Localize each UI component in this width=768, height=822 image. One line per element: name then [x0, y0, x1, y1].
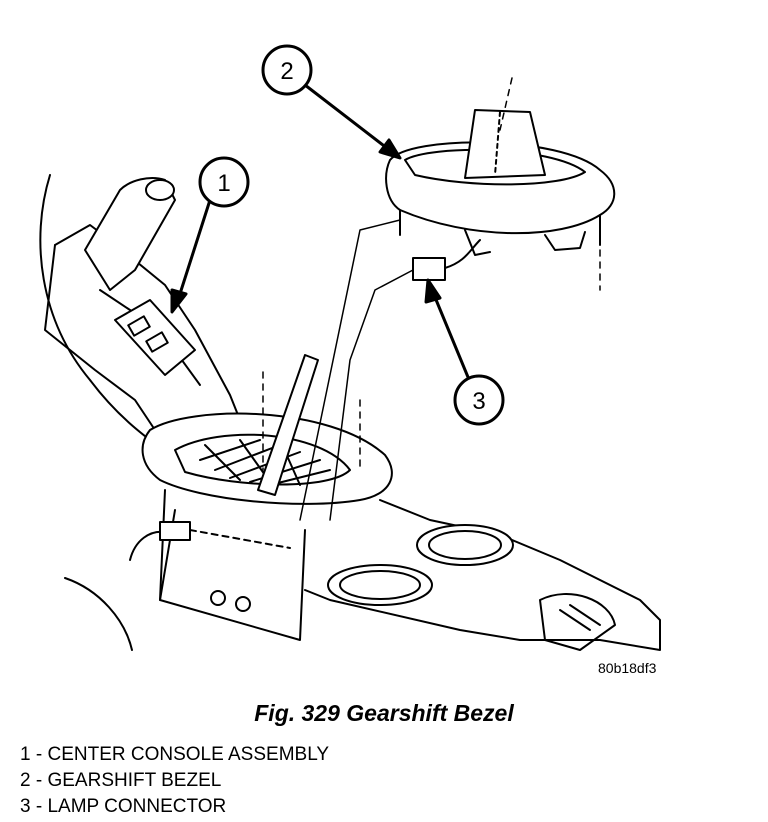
callout-1-label: 1 [217, 170, 230, 197]
legend-number: 2 [20, 770, 31, 791]
lower-left-trim [64, 577, 133, 651]
legend-number: 1 [20, 744, 31, 765]
callout-3: 3 [453, 374, 505, 426]
legend-item: 1 - CENTER CONSOLE ASSEMBLY [20, 742, 329, 768]
callout-3-label: 3 [472, 388, 485, 415]
legend-separator: - [30, 796, 48, 817]
shift-lever [257, 354, 319, 496]
callout-2: 2 [261, 44, 313, 96]
figure-caption: Fig. 329 Gearshift Bezel [254, 700, 514, 726]
legend-number: 3 [20, 796, 31, 817]
callout-leaders [170, 83, 472, 384]
legend-item: 2 - GEARSHIFT BEZEL [20, 768, 329, 794]
legend-item: 3 - LAMP CONNECTOR [20, 794, 329, 820]
callout-1: 1 [198, 156, 250, 208]
callout-2-label: 2 [280, 58, 293, 85]
exploded-view-illustration: 1 2 3 [39, 44, 661, 651]
gearshift-bezel [385, 109, 616, 281]
legend-label: GEARSHIFT BEZEL [47, 770, 222, 791]
legend-label: LAMP CONNECTOR [47, 796, 227, 817]
legend-label: CENTER CONSOLE ASSEMBLY [47, 744, 330, 765]
legend-separator: - [30, 770, 48, 791]
legend-separator: - [30, 744, 48, 765]
center-console-assembly [44, 177, 661, 651]
dashboard-outline [39, 174, 171, 456]
figure-id: 80b18df3 [598, 660, 657, 676]
parts-legend: 1 - CENTER CONSOLE ASSEMBLY 2 - GEARSHIF… [20, 742, 329, 820]
